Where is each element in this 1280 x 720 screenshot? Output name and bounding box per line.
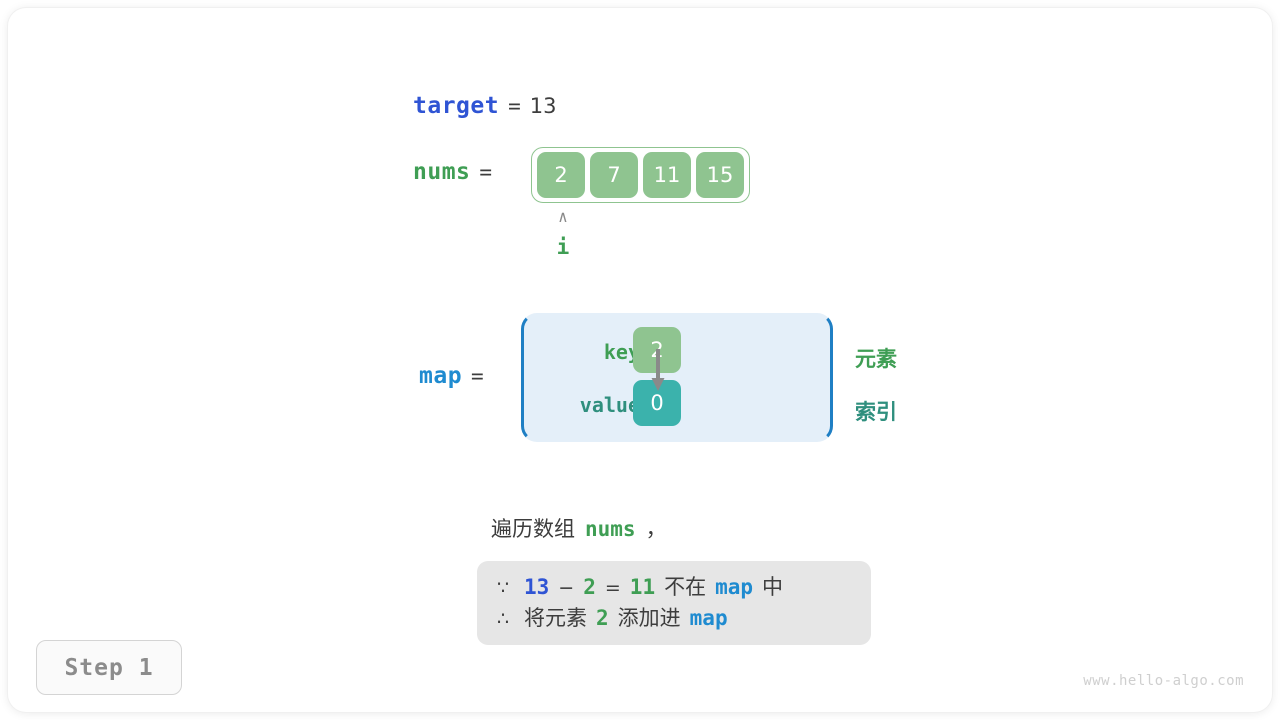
map-value-label: value xyxy=(579,393,640,417)
nums-equals-sign: = xyxy=(479,160,493,184)
formula-line-1: ∵ 13 − 2 = 11 不在 map 中 xyxy=(497,571,851,602)
array-cell: 7 xyxy=(590,152,638,198)
watermark: www.hello-algo.com xyxy=(1083,673,1244,689)
formula-add-element-text: 将元素 xyxy=(524,606,587,630)
nums-variable-name: nums xyxy=(413,159,471,185)
index-pointer-label: i xyxy=(556,235,570,259)
formula-add-into-text: 添加进 xyxy=(617,606,681,630)
target-equals-sign: = xyxy=(508,94,521,118)
caption-prefix: 遍历数组 xyxy=(491,517,575,541)
index-label: 索引 xyxy=(855,400,897,424)
step-badge-label: Step 1 xyxy=(64,654,154,681)
nums-array: 2 7 11 15 xyxy=(531,147,750,203)
caption: 遍历数组 nums ， xyxy=(491,513,667,543)
formula-added-value: 2 xyxy=(596,606,609,630)
nums-declaration: nums = xyxy=(413,159,492,185)
minus-operator: − xyxy=(558,577,575,599)
map-key-cell: 2 xyxy=(633,327,681,373)
map-value-cell: 0 xyxy=(633,380,681,426)
map-variable-name: map xyxy=(419,363,463,389)
target-variable-name: target xyxy=(413,93,500,119)
array-cell: 11 xyxy=(643,152,691,198)
target-value: 13 xyxy=(529,94,557,118)
map-row-labels: key value xyxy=(550,313,640,442)
caret-up-icon: ∧ xyxy=(558,207,568,226)
map-declaration: map = xyxy=(419,363,484,389)
caption-code: nums xyxy=(585,517,636,541)
because-symbol: ∵ xyxy=(497,577,510,599)
step-badge: Step 1 xyxy=(36,640,182,695)
formula-line-2: ∴ 将元素 2 添加进 map xyxy=(497,602,851,633)
formula-current-value: 2 xyxy=(583,575,596,599)
formula-not-in-text: 不在 xyxy=(664,575,707,599)
element-label: 元素 xyxy=(855,347,897,371)
formula-box: ∵ 13 − 2 = 11 不在 map 中 ∴ 将元素 2 添加进 map xyxy=(477,561,871,645)
caption-suffix: ， xyxy=(645,517,667,541)
map-equals-sign: = xyxy=(471,364,484,388)
map-side-labels: 元素 索引 xyxy=(855,313,975,442)
formula-target-value: 13 xyxy=(524,575,550,599)
array-cell: 2 xyxy=(537,152,585,198)
array-cell: 15 xyxy=(696,152,744,198)
formula-map-code: map xyxy=(715,575,754,599)
formula-map-code-2: map xyxy=(689,606,728,630)
index-pointer: ∧ i xyxy=(549,208,577,260)
target-declaration: target = 13 xyxy=(413,93,556,119)
therefore-symbol: ∴ xyxy=(497,608,510,630)
formula-complement-value: 11 xyxy=(629,575,656,599)
equals-operator: = xyxy=(604,577,621,599)
formula-in-text: 中 xyxy=(762,575,784,599)
